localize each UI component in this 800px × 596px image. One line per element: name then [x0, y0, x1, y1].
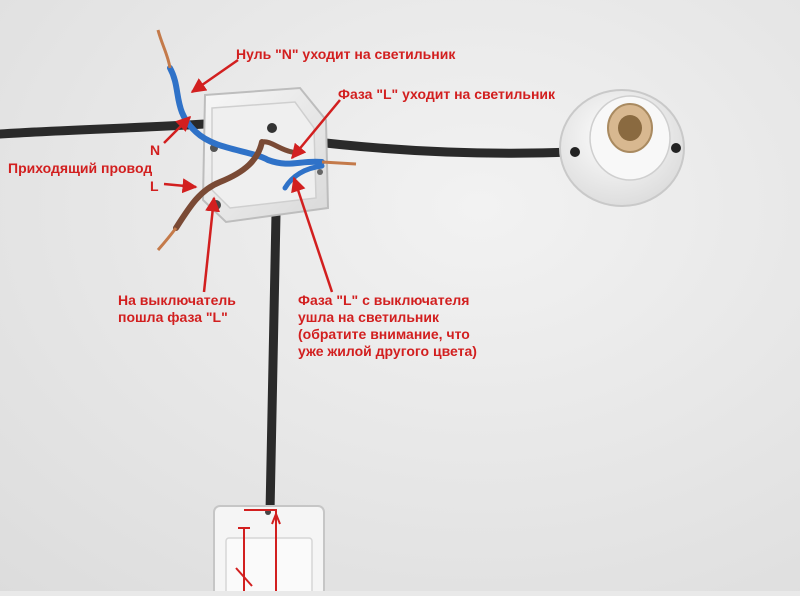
- brown-phase-lamp-wire: [259, 139, 295, 155]
- arrow-neutral-to-lamp: [190, 58, 239, 94]
- arrow-phase-to-lamp: [291, 99, 341, 160]
- phase-from-switch-label: Фаза "L" с выключателя ушла на светильни…: [298, 292, 477, 360]
- arrow-l-marker: [163, 178, 198, 194]
- l-marker-label: L: [150, 178, 159, 194]
- phase-from-switch-line2: ушла на светильник: [298, 309, 439, 325]
- neutral-lamp-copper: [321, 160, 357, 166]
- phase-copper-end: [156, 227, 178, 251]
- blue-neutral-wire: [167, 65, 325, 167]
- phase-to-switch-line2: пошла фаза "L": [118, 309, 228, 325]
- blue-switch-return-wire: [282, 163, 325, 191]
- switch-contact: [235, 567, 253, 587]
- phase-to-switch-label: На выключатель пошла фаза "L": [118, 292, 236, 326]
- neutral-to-lamp-label: Нуль "N" уходит на светильник: [236, 46, 456, 62]
- arrow-n-marker: [163, 115, 192, 144]
- switch-out-line: [244, 509, 277, 591]
- arrow-phase-from-switch: [291, 176, 334, 293]
- phase-to-switch-line1: На выключатель: [118, 292, 236, 308]
- switch-cable: [265, 209, 281, 517]
- incoming-wire-label: Приходящий провод: [8, 160, 153, 176]
- phase-from-switch-line1: Фаза "L" с выключателя: [298, 292, 470, 308]
- light-switch: [213, 505, 325, 596]
- phase-to-lamp-label: Фаза "L" уходит на светильник: [338, 86, 556, 102]
- lamp-cable: [295, 135, 580, 158]
- lamp-socket: [559, 89, 685, 207]
- n-marker-label: N: [150, 142, 161, 158]
- neutral-copper-end: [156, 29, 172, 69]
- brown-phase-wire: [173, 139, 265, 231]
- phase-from-switch-line4: уже жилой другого цвета): [298, 343, 477, 359]
- switch-out-arrowhead: [271, 513, 281, 525]
- arrow-phase-to-switch: [202, 196, 221, 293]
- junction-box: [201, 86, 330, 224]
- phase-from-switch-line3: (обратите внимание, что: [298, 326, 470, 342]
